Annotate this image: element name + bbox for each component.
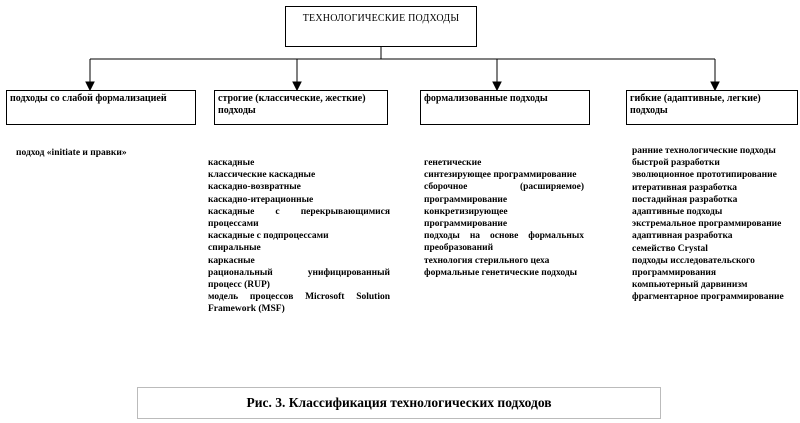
category-label-4: гибкие (адаптивные, легкие) подходы	[630, 93, 761, 116]
list-item: каскадные с перекрывающимися процессами	[208, 206, 390, 230]
root-node: ТЕХНОЛОГИЧЕСКИЕ ПОДХОДЫ	[285, 6, 477, 47]
category-node-2: строгие (классические, жесткие) подходы	[214, 90, 388, 125]
item-list-1: подход «initiate и правки»	[16, 147, 196, 159]
list-item: итеративная разработка	[632, 182, 738, 193]
list-item: спиральные	[208, 243, 261, 254]
list-item: адаптивные подходы	[632, 207, 723, 218]
arrowhead-4	[710, 81, 720, 92]
category-node-3: формализованные подходы	[420, 90, 590, 125]
arrowhead-3	[492, 81, 502, 92]
list-item: каскадно-возвратные	[208, 182, 301, 193]
item-list-3: генетические синтезирующее программирова…	[424, 157, 584, 279]
list-item: экстремальное программирование	[632, 219, 782, 230]
list-item: генетические	[424, 158, 482, 168]
list-item: каскадно-итерационные	[208, 194, 314, 205]
figure-caption: Рис. 3. Классификация технологических по…	[137, 387, 661, 419]
list-item: рациональный унифицированный процесс (RU…	[208, 267, 390, 291]
list-item: подходы на основе формальных преобразова…	[424, 231, 584, 254]
list-item: технология стерильного цеха	[424, 255, 550, 266]
list-item: модель процессов Microsoft Solution Fram…	[208, 292, 390, 315]
root-node-label: ТЕХНОЛОГИЧЕСКИЕ ПОДХОДЫ	[302, 13, 460, 24]
list-item: семейство Crystal	[632, 243, 708, 254]
category-label-3: формализованные подходы	[424, 93, 548, 104]
list-item: постадийная разработка	[632, 194, 738, 205]
arrowhead-2	[292, 81, 302, 92]
list-item: фрагментарное программирование	[632, 292, 784, 303]
list-item: компьютерный дарвинизм	[632, 280, 748, 291]
list-item: классические каскадные	[208, 170, 316, 181]
list-item: формальные генетические подходы	[424, 267, 578, 278]
list-item: конкретизирующее программирование	[424, 206, 508, 230]
list-item: эволюционное прототипирование	[632, 170, 777, 181]
figure-caption-text: Рис. 3. Классификация технологических по…	[246, 395, 552, 410]
item-list-4: ранние технологические подходы быстрой р…	[632, 145, 794, 304]
list-item: подходы исследовательского программирова…	[632, 255, 755, 279]
arrowhead-1	[85, 81, 95, 92]
list-item: каркасные	[208, 255, 255, 266]
list-item: сборочное (расширяемое) программирование	[424, 182, 584, 205]
list-item: синтезирующее программирование	[424, 170, 577, 181]
list-item: каскадные с подпроцессами	[208, 231, 329, 242]
list-item: подход «initiate и правки»	[16, 148, 127, 158]
category-label-1: подходы со слабой формализацией	[10, 93, 167, 104]
list-item: адаптивная разработка	[632, 231, 733, 242]
category-label-2: строгие (классические, жесткие) подходы	[218, 93, 366, 116]
item-list-2: каскадные классические каскадные каскадн…	[208, 157, 390, 316]
category-node-1: подходы со слабой формализацией	[6, 90, 196, 125]
category-node-4: гибкие (адаптивные, легкие) подходы	[626, 90, 798, 125]
list-item: каскадные	[208, 158, 255, 168]
list-item: ранние технологические подходы быстрой р…	[632, 146, 776, 169]
